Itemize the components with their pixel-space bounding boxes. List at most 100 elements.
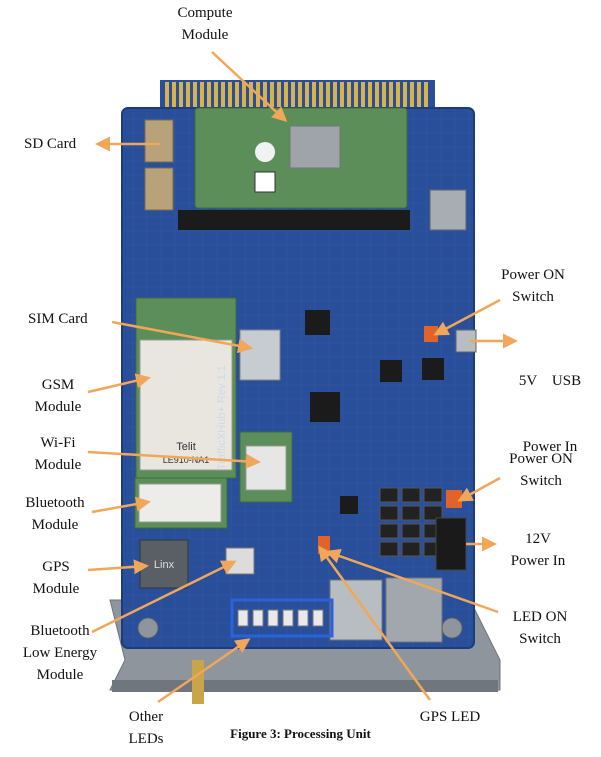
gold-finger — [382, 82, 386, 110]
antenna-connector — [192, 660, 204, 704]
gold-finger — [368, 82, 372, 110]
bluetooth-module-board — [134, 477, 228, 529]
label-line: Module — [36, 667, 84, 683]
gold-finger — [242, 82, 246, 110]
gold-finger — [165, 82, 169, 110]
gold-finger — [284, 82, 288, 110]
arrow-sim-card — [111, 320, 253, 354]
gold-finger — [319, 82, 323, 110]
edge-connector — [160, 80, 435, 112]
label-compute-module: Compute Module — [160, 2, 250, 46]
arrow-power-on-switch-usb — [433, 298, 501, 336]
label-usb-power-in: 5V USB Power In — [505, 326, 595, 480]
label-line: Wi-Fi — [40, 435, 76, 451]
arrow-wifi-module — [87, 450, 261, 469]
compute-module-board — [178, 107, 410, 230]
sd-card-slots — [144, 119, 174, 211]
label-line: Switch — [519, 631, 561, 647]
gold-finger — [333, 82, 337, 110]
label-12v-power-in: 12V Power In — [498, 528, 578, 572]
inductor — [401, 541, 421, 557]
label-line: 5V USB — [518, 373, 582, 389]
gold-finger — [305, 82, 309, 110]
arrow-gps-led — [318, 545, 432, 701]
gold-finger — [207, 82, 211, 110]
label-line: 12V — [525, 531, 551, 547]
label-sim-card: SIM Card — [28, 308, 112, 330]
label-line: Compute — [177, 5, 233, 21]
gold-finger — [417, 82, 421, 110]
ic-chips — [305, 310, 444, 514]
ethernet-port — [385, 577, 443, 643]
inductor — [401, 505, 421, 521]
gold-finger — [375, 82, 379, 110]
label-sd-card: SD Card — [24, 133, 98, 155]
gold-finger — [312, 82, 316, 110]
label-line: SIM Card — [28, 311, 88, 327]
label-line: Bluetooth — [25, 495, 85, 511]
inductor — [423, 487, 443, 503]
gold-finger — [214, 82, 218, 110]
label-line: Bluetooth — [30, 623, 90, 639]
label-line: Module — [34, 399, 82, 415]
gold-finger — [193, 82, 197, 110]
arrow-ble-module — [91, 560, 237, 634]
gold-finger — [172, 82, 176, 110]
status-led — [297, 609, 309, 627]
label-other-leds: Other LEDs — [116, 706, 176, 750]
inductor — [379, 487, 399, 503]
standoff-left — [137, 617, 159, 639]
gold-finger — [263, 82, 267, 110]
label-ble-module: Bluetooth Low Energy Module — [12, 620, 108, 686]
inductor — [379, 523, 399, 539]
wifi-module-board — [239, 431, 293, 503]
usb-a-ports — [329, 579, 383, 641]
label-bluetooth-module: Bluetooth Module — [14, 492, 96, 536]
arrow-gps-module — [87, 559, 149, 575]
arrow-power-on-switch-12v — [457, 476, 501, 502]
status-led — [237, 609, 249, 627]
inductor — [423, 505, 443, 521]
board-silkscreen-name: TrafficXHub+ Rev 1.1 — [216, 365, 228, 470]
gps-module-brand: Linx — [154, 559, 175, 571]
label-line: Power In — [522, 439, 578, 455]
gsm-module-brand: Telit — [176, 441, 196, 453]
arrow-bluetooth-module — [91, 496, 151, 514]
gsm-module-board: Telit LE910-NA1 — [135, 297, 237, 479]
label-line: LEDs — [128, 731, 164, 747]
gold-finger — [403, 82, 407, 110]
label-line: Switch — [520, 473, 562, 489]
arrow-other-leds — [157, 638, 251, 704]
gold-finger — [396, 82, 400, 110]
gold-finger — [347, 82, 351, 110]
gold-finger — [179, 82, 183, 110]
label-line: Module — [181, 27, 229, 43]
label-led-on-switch: LED ON Switch — [500, 606, 580, 650]
arrow-gsm-module — [87, 373, 151, 394]
label-line: Power In — [510, 553, 566, 569]
status-led — [267, 609, 279, 627]
gold-finger — [235, 82, 239, 110]
inductor — [379, 541, 399, 557]
label-line: SD Card — [24, 136, 77, 152]
gold-finger — [354, 82, 358, 110]
label-line: GPS LED — [419, 709, 481, 725]
top-right-connector — [429, 189, 467, 231]
arrow-compute-module — [211, 51, 288, 123]
gsm-module-model: LE910-NA1 — [163, 455, 210, 465]
gold-finger — [200, 82, 204, 110]
gold-finger — [277, 82, 281, 110]
gold-finger — [298, 82, 302, 110]
label-power-on-switch-12v: Power ON Switch — [496, 448, 586, 492]
gold-finger — [340, 82, 344, 110]
figure-caption: Figure 3: Processing Unit — [230, 726, 371, 741]
gold-finger — [221, 82, 225, 110]
label-gps-module: GPS Module — [24, 556, 88, 600]
label-line: GPS — [42, 559, 70, 575]
plate-shadow — [112, 680, 498, 692]
gold-finger — [361, 82, 365, 110]
label-line: LED ON — [512, 609, 568, 625]
gold-finger — [186, 82, 190, 110]
gold-finger — [270, 82, 274, 110]
